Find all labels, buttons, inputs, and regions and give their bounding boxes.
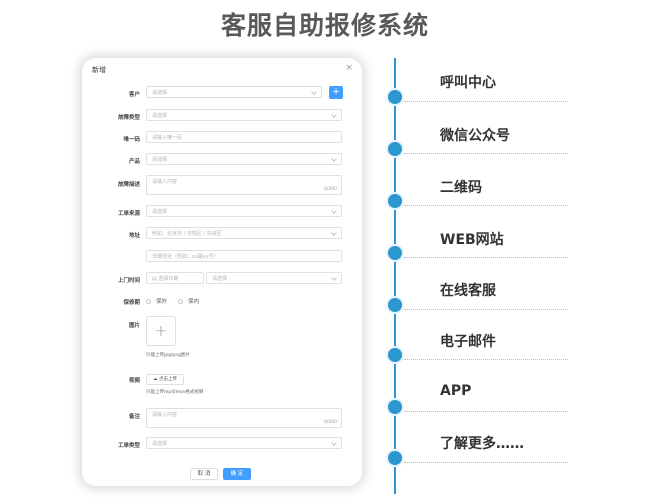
channel-label: WEB网站	[440, 232, 504, 248]
page-title: 客服自助报修系统	[220, 11, 429, 40]
chevron-down-icon	[331, 440, 337, 446]
channel-divider	[404, 101, 568, 102]
form-title: 新增	[92, 66, 106, 74]
plus-icon: +	[154, 321, 168, 340]
radio-circle-icon	[146, 299, 151, 304]
visit-date-placeholder: ▤ 选择日期	[152, 276, 179, 282]
customer-select[interactable]: 请选择	[146, 86, 322, 98]
video-upload-button[interactable]: ☁ 点击上传	[146, 374, 184, 385]
visit-time-placeholder: 请选择	[212, 276, 228, 282]
chevron-down-icon	[331, 156, 337, 162]
address-detail-placeholder: 详细地址（例如：xx路xx号）	[152, 254, 219, 260]
channel-divider	[404, 153, 568, 154]
unique-code-placeholder: 请输入唯一码	[152, 135, 183, 141]
video-label: 视频	[128, 378, 140, 384]
channel-label: 在线客服	[440, 283, 496, 299]
order-source-select[interactable]: 请选择	[146, 205, 342, 217]
close-icon[interactable]: ×	[345, 63, 353, 73]
visit-date-picker[interactable]: ▤ 选择日期	[146, 272, 204, 284]
unique-code-input[interactable]: 请输入唯一码	[146, 131, 342, 143]
timeline-dot	[386, 140, 404, 158]
remark-counter: 0/200	[324, 420, 337, 425]
timeline-dot	[386, 192, 404, 210]
repair-form-panel: 新增 × 客户 请选择 + 故障类型 请选择 唯一码 请输入唯一码 产品 请选择…	[82, 58, 362, 486]
remark-label: 备注	[128, 414, 140, 420]
image-upload-hint: 只能上传jpg/png图片	[146, 353, 191, 358]
channel-label: 微信公众号	[440, 128, 510, 144]
cloud-upload-icon: ☁	[153, 377, 158, 382]
work-type-placeholder: 请选择	[152, 441, 168, 447]
timeline-dot	[386, 449, 404, 467]
address-label: 地址	[128, 233, 140, 239]
video-upload-hint: 只能上传mp4/mov格式视频	[146, 390, 204, 395]
product-label: 产品	[128, 159, 140, 165]
order-source-label: 工单来源	[117, 211, 140, 217]
channel-divider	[404, 359, 568, 360]
timeline-line	[394, 58, 396, 494]
channel-divider	[404, 205, 568, 206]
repair-type-label: 故障类型	[117, 115, 140, 121]
repair-type-placeholder: 请选择	[152, 113, 168, 119]
remark-textarea[interactable]: 请输入内容 0/200	[146, 408, 342, 428]
channel-label: 二维码	[440, 180, 482, 196]
customer-placeholder: 请选择	[152, 90, 168, 96]
chevron-down-icon	[331, 275, 337, 281]
fault-desc-placeholder: 请输入内容	[152, 179, 178, 185]
channel-divider	[404, 462, 568, 463]
channel-label: 呼叫中心	[440, 75, 496, 91]
add-customer-button[interactable]: +	[329, 86, 343, 99]
radio-circle-icon	[178, 299, 183, 304]
customer-label: 客户	[128, 92, 140, 98]
visit-time-select[interactable]: 请选择	[206, 272, 342, 284]
chevron-down-icon	[331, 208, 337, 214]
address-region-placeholder: 例如：北京市 / 市辖区 / 东城区	[152, 231, 222, 237]
unique-code-label: 唯一码	[123, 137, 140, 143]
timeline-dot	[386, 244, 404, 262]
fault-desc-label: 故障描述	[117, 182, 140, 188]
image-upload-box[interactable]: +	[146, 316, 176, 346]
channel-divider	[404, 411, 568, 412]
timeline-dot	[386, 346, 404, 364]
chevron-down-icon	[331, 112, 337, 118]
channel-label: 了解更多……	[440, 436, 524, 452]
product-select[interactable]: 请选择	[146, 153, 342, 165]
timeline-dot	[386, 88, 404, 106]
address-region-select[interactable]: 例如：北京市 / 市辖区 / 东城区	[146, 227, 342, 239]
channel-divider	[404, 309, 568, 310]
chevron-down-icon	[331, 230, 337, 236]
fault-desc-counter: 0/200	[324, 187, 337, 192]
warranty-in-radio[interactable]: 保内	[178, 297, 199, 305]
work-type-select[interactable]: 请选择	[146, 437, 342, 449]
images-label: 图片	[128, 323, 140, 329]
repair-type-select[interactable]: 请选择	[146, 109, 342, 121]
product-placeholder: 请选择	[152, 157, 168, 163]
remark-placeholder: 请输入内容	[152, 412, 178, 418]
fault-desc-textarea[interactable]: 请输入内容 0/200	[146, 175, 342, 195]
warranty-label: 保修期	[123, 300, 140, 306]
work-type-label: 工单类型	[117, 443, 140, 449]
channel-label: 电子邮件	[440, 334, 496, 350]
channel-label: APP	[440, 383, 472, 399]
cancel-button[interactable]: 取 消	[190, 468, 218, 480]
address-detail-input[interactable]: 详细地址（例如：xx路xx号）	[146, 250, 342, 262]
timeline-dot	[386, 296, 404, 314]
visit-time-label: 上门时间	[117, 278, 140, 284]
chevron-down-icon	[311, 89, 317, 95]
channel-divider	[404, 257, 568, 258]
warranty-out-radio[interactable]: 保外	[146, 297, 167, 305]
confirm-button[interactable]: 确 定	[223, 468, 251, 480]
order-source-placeholder: 请选择	[152, 209, 168, 215]
timeline-dot	[386, 398, 404, 416]
